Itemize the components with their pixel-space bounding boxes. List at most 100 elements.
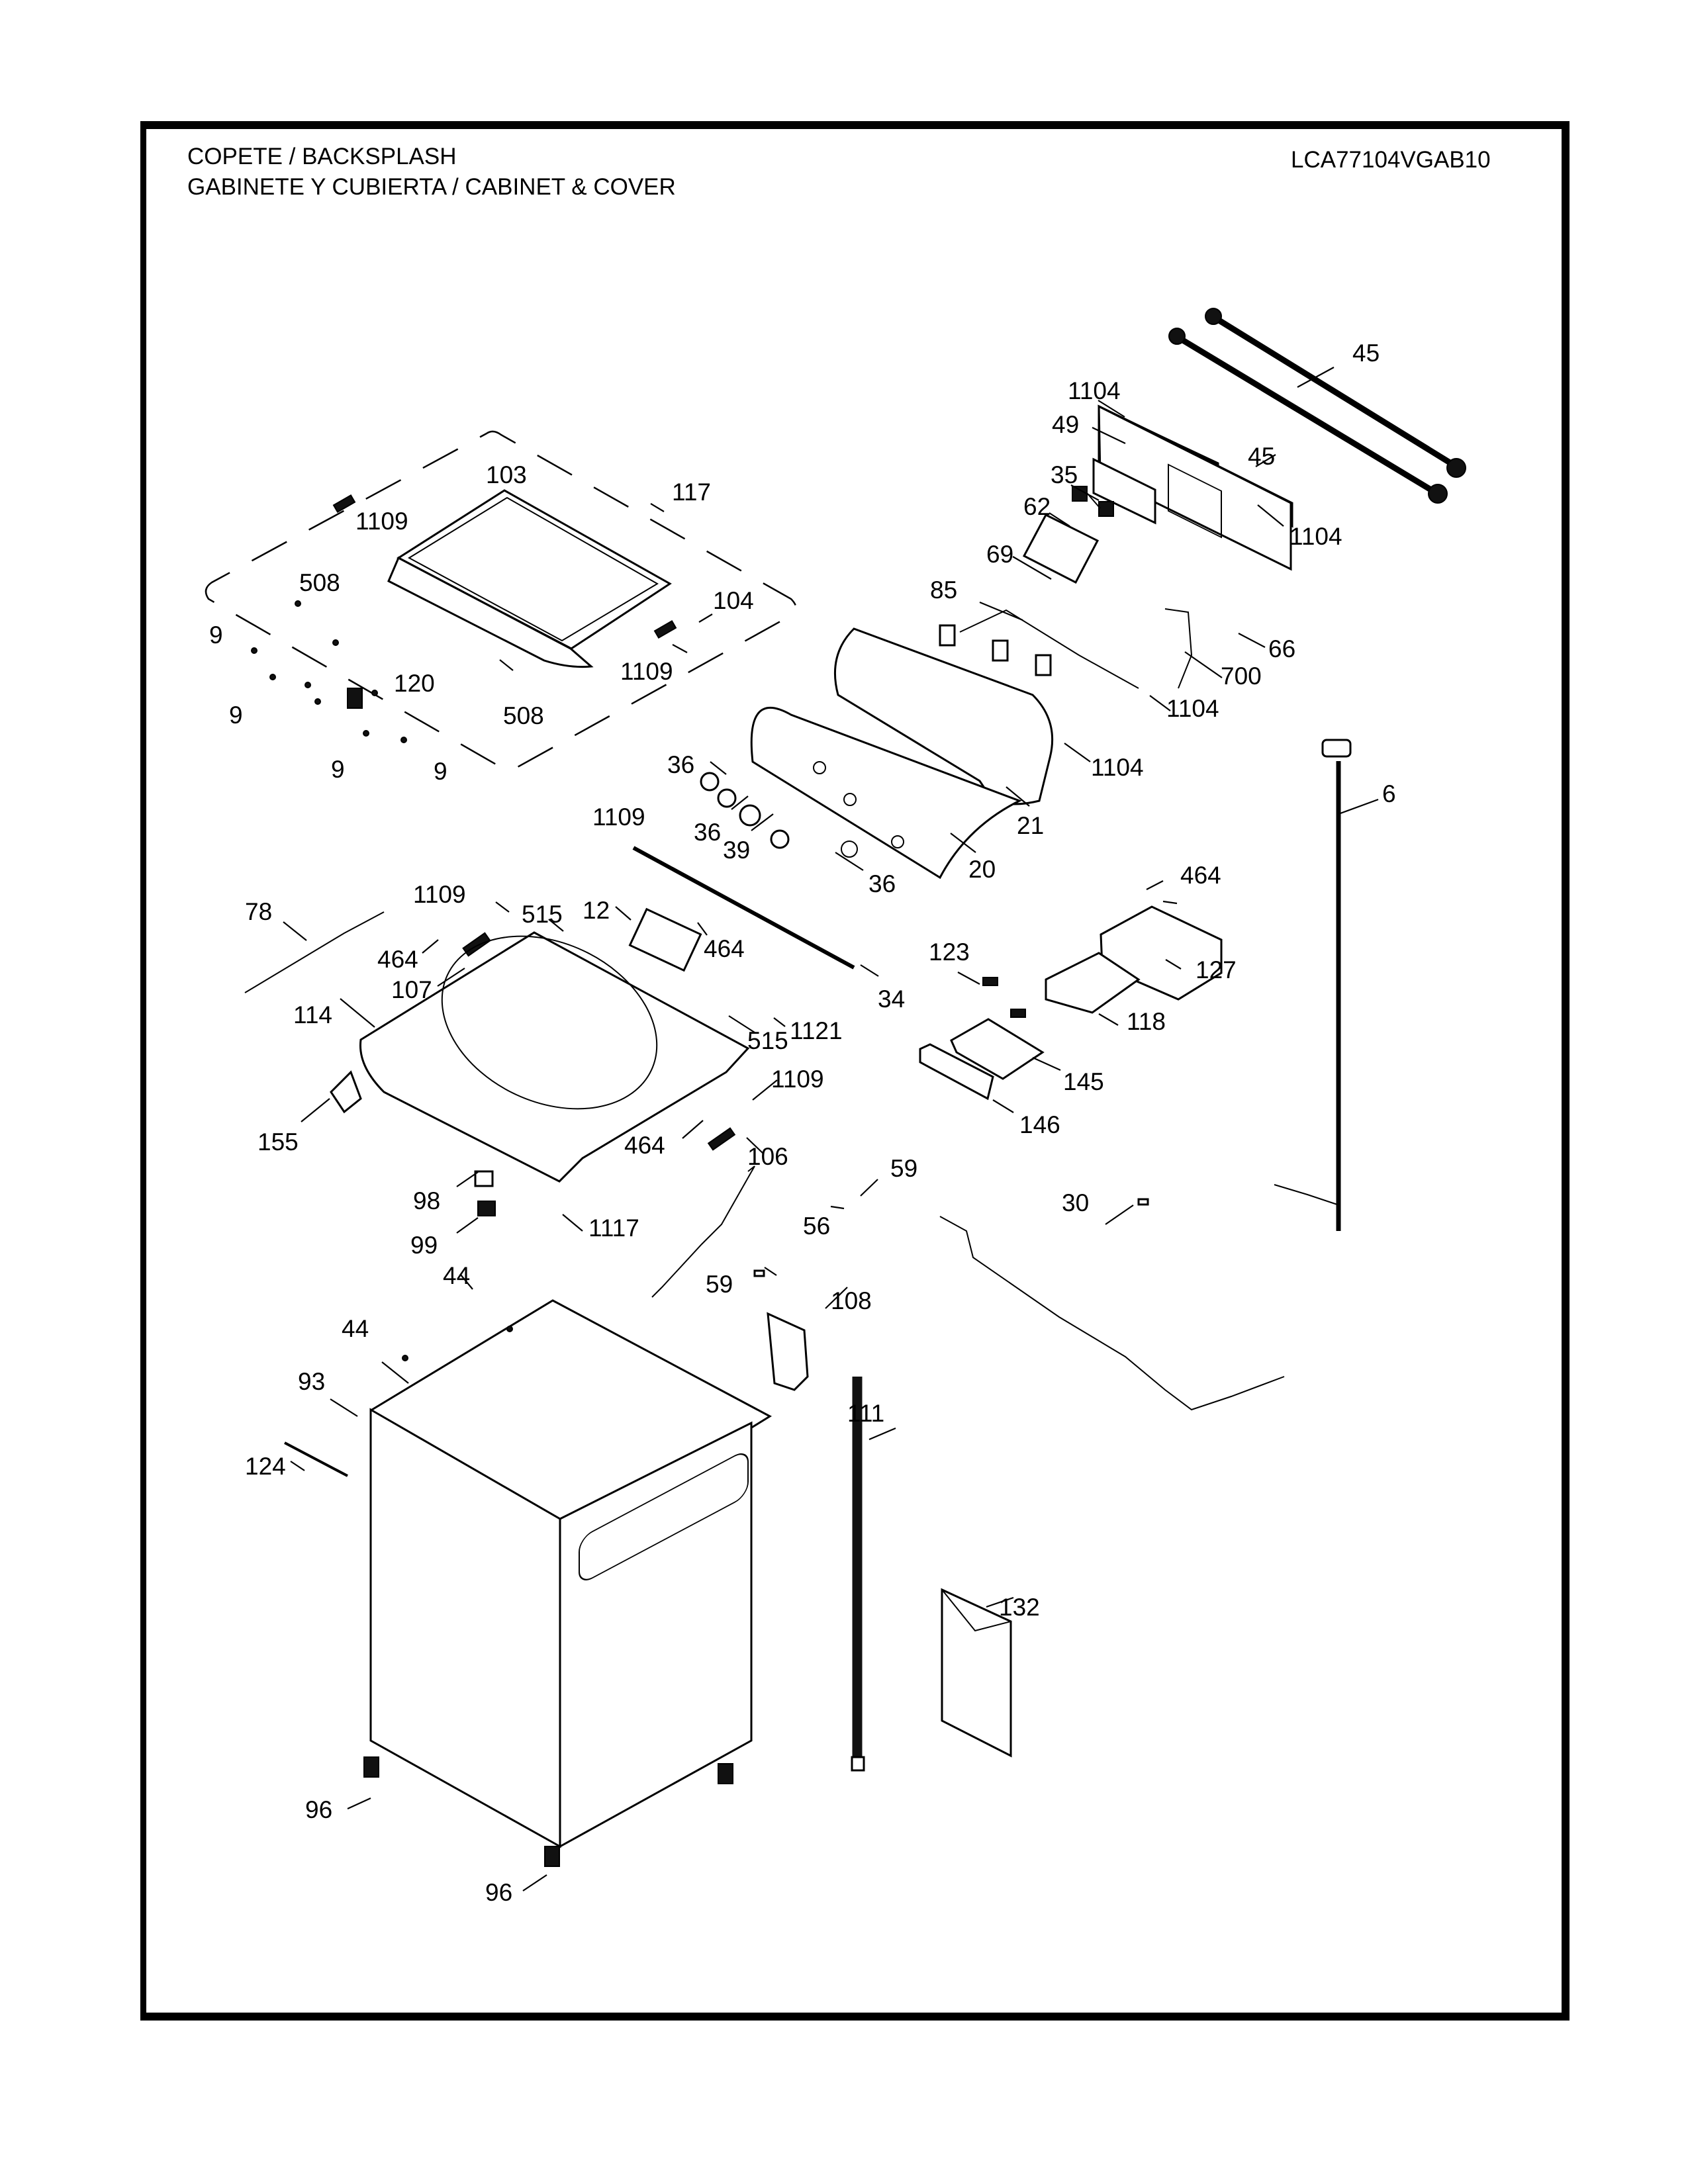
dispenser-drawer	[950, 1018, 1045, 1080]
callout-36: 36	[868, 870, 896, 897]
knob-36a	[700, 772, 720, 792]
cap-123a	[982, 977, 998, 986]
knob-36c	[770, 829, 790, 849]
knob-36b	[717, 788, 737, 808]
knob-hole	[891, 835, 904, 848]
rail-124	[284, 1441, 348, 1477]
callout-44: 44	[342, 1315, 369, 1342]
clip-59a	[1137, 1198, 1149, 1206]
callout-508: 508	[299, 569, 340, 596]
callout-508: 508	[503, 702, 544, 729]
callout-59: 59	[890, 1155, 917, 1182]
sensor-harness	[939, 609, 1139, 689]
callout-103: 103	[486, 461, 527, 488]
diagram-title-line1: COPETE / BACKSPLASH	[187, 144, 457, 169]
dispenser-tray	[1045, 952, 1141, 1014]
callout-62: 62	[1023, 493, 1051, 520]
callout-49: 49	[1052, 411, 1079, 438]
callout-78: 78	[245, 898, 272, 925]
trim-strip	[632, 846, 855, 970]
callout-1104: 1104	[1091, 754, 1144, 781]
harness-56	[651, 1165, 755, 1298]
callout-9: 9	[229, 702, 243, 729]
harness-78	[244, 911, 385, 993]
callout-9: 9	[331, 756, 345, 783]
callout-132: 132	[999, 1594, 1040, 1621]
inlet-hose-lower	[1168, 328, 1448, 504]
callout-127: 127	[1196, 956, 1237, 983]
callout-59: 59	[706, 1271, 733, 1298]
callout-9: 9	[434, 758, 447, 785]
callout-1104: 1104	[1289, 523, 1342, 550]
rear-cover-window	[1168, 463, 1222, 539]
wire-harness-66	[1164, 608, 1193, 689]
bracket-108	[767, 1312, 809, 1391]
callout-515: 515	[522, 901, 563, 928]
callout-1109: 1109	[620, 658, 673, 685]
callout-35: 35	[1051, 461, 1078, 488]
callout-44: 44	[443, 1262, 470, 1289]
callout-36: 36	[694, 819, 721, 846]
callout-45: 45	[1352, 340, 1380, 367]
fasteners	[251, 600, 407, 743]
callout-1109: 1109	[355, 508, 408, 535]
callout-1117: 1117	[588, 1214, 639, 1242]
screw-44a	[506, 1326, 513, 1332]
callout-30: 30	[1062, 1189, 1089, 1216]
callout-20: 20	[968, 856, 996, 883]
main-pcb	[1022, 514, 1100, 584]
switch-106	[707, 1127, 736, 1151]
callout-45: 45	[1248, 443, 1275, 470]
callout-464: 464	[624, 1132, 665, 1159]
bracket-98	[474, 1170, 494, 1187]
callout-39: 39	[723, 837, 750, 864]
diagram-title-line2: GABINETE Y CUBIERTA / CABINET & COVER	[187, 174, 676, 200]
callout-700: 700	[1221, 662, 1262, 690]
hinge-right	[653, 619, 677, 639]
callout-99: 99	[410, 1232, 438, 1259]
callout-104: 104	[713, 587, 754, 614]
water-valve	[628, 907, 702, 972]
callout-1109: 1109	[592, 803, 645, 831]
lid-assembly-boundary	[205, 430, 797, 772]
callout-464: 464	[1180, 862, 1221, 889]
callout-9: 9	[209, 621, 223, 649]
callout-146: 146	[1019, 1111, 1060, 1138]
top-cover-opening	[441, 935, 658, 1110]
callout-108: 108	[831, 1287, 872, 1314]
callout-123: 123	[929, 938, 970, 966]
power-cord	[1274, 739, 1352, 1231]
lid-lock	[347, 688, 363, 709]
panel-insert	[1092, 457, 1156, 525]
knob-hole	[813, 761, 826, 774]
callout-118: 118	[1127, 1008, 1166, 1035]
callout-464: 464	[377, 946, 418, 973]
callout-56: 56	[803, 1212, 830, 1240]
callout-1104: 1104	[1068, 377, 1121, 404]
callout-34: 34	[878, 985, 905, 1013]
callout-12: 12	[583, 897, 610, 924]
top-cover	[359, 931, 750, 1183]
callout-85: 85	[930, 576, 957, 604]
clip-59b	[753, 1269, 765, 1277]
callout-36: 36	[667, 751, 694, 778]
callout-96: 96	[305, 1796, 332, 1823]
diagram-border-frame	[140, 121, 1570, 2021]
callout-145: 145	[1063, 1068, 1104, 1095]
handle	[330, 1070, 362, 1114]
lid-front	[387, 556, 594, 668]
main-harness-30	[939, 1216, 1285, 1411]
callout-66: 66	[1268, 635, 1295, 662]
callout-21: 21	[1017, 812, 1044, 839]
hinge-left	[332, 494, 356, 514]
callout-1109: 1109	[771, 1066, 824, 1093]
model-number: LCA77104VGAB10	[1291, 147, 1491, 173]
callout-leader-lines	[283, 367, 1379, 1891]
knob-hole	[843, 793, 857, 806]
callout-1121: 1121	[790, 1017, 843, 1044]
owner-manual	[941, 1588, 1012, 1758]
callout-114: 114	[293, 1001, 332, 1028]
callout-labels: 45 45 1104 49 1104 35 62 69 85 66 700 11…	[209, 340, 1396, 1906]
lid-glass	[408, 496, 659, 642]
